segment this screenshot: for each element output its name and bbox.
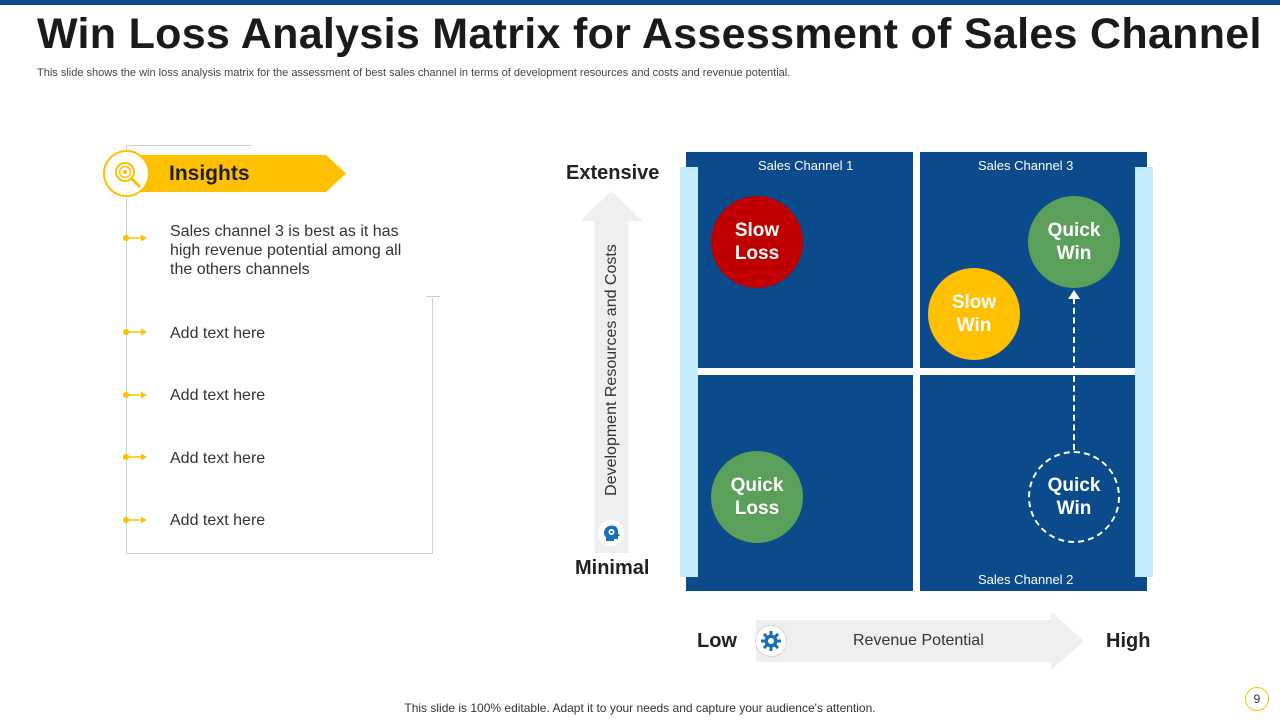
quadrant-label-top-right: Sales Channel 3	[978, 158, 1074, 173]
bullet-arrow-icon	[123, 391, 147, 399]
quadrant-label-top-left: Sales Channel 1	[758, 158, 854, 173]
insights-frame-right-line	[432, 298, 433, 554]
arrow-up-icon	[1068, 290, 1080, 299]
circle-label-line: Quick	[1047, 220, 1101, 241]
slow-loss-circle: Slow Loss	[711, 196, 803, 288]
matrix-side-right	[1135, 167, 1153, 577]
insight-item: Sales channel 3 is best as it has high r…	[170, 223, 402, 278]
page-title: Win Loss Analysis Matrix for Assessment …	[37, 10, 1262, 58]
circle-label-line: Quick	[730, 475, 784, 496]
circle-label-line: Win	[1056, 498, 1092, 519]
circle-label-line: Loss	[734, 498, 780, 519]
circle-label-line: Slow	[734, 220, 780, 241]
insight-item: Add text here	[170, 387, 266, 404]
circle-label-line: Slow	[951, 292, 997, 313]
circle-label-line: Quick	[1047, 475, 1101, 496]
x-axis-arrow	[756, 612, 1084, 670]
magnifier-target-icon	[103, 150, 150, 197]
dashed-arrow-line	[1073, 298, 1075, 450]
quadrant-label-bottom-right: Sales Channel 2	[978, 572, 1074, 587]
page-number: 9	[1245, 687, 1269, 711]
x-axis-label: Revenue Potential	[853, 632, 984, 649]
quick-win-circle: Quick Win	[1028, 196, 1120, 288]
head-gear-icon	[598, 520, 624, 546]
insights-frame-tick	[426, 296, 440, 297]
y-axis-bottom-label: Minimal	[575, 557, 650, 579]
insights-frame-top-line	[126, 145, 252, 146]
y-axis-top-label: Extensive	[566, 162, 660, 184]
insight-item: Add text here	[170, 325, 266, 342]
insights-banner	[124, 155, 346, 192]
circle-label-line: Loss	[734, 243, 780, 264]
bullet-arrow-icon	[123, 516, 147, 524]
bullet-arrow-icon	[123, 453, 147, 461]
insights-frame	[126, 145, 433, 554]
matrix-corner	[686, 152, 698, 167]
y-axis-label: Development Resources and Costs	[603, 244, 620, 496]
insight-item: Add text here	[170, 512, 266, 529]
bullet-arrow-icon	[123, 328, 147, 336]
matrix-divider-horizontal	[698, 368, 1135, 375]
top-accent-bar	[0, 0, 1280, 5]
circle-label-line: Win	[956, 315, 992, 336]
insight-item: Add text here	[170, 450, 266, 467]
matrix-corner	[1135, 577, 1147, 591]
insights-heading: Insights	[169, 162, 250, 185]
quick-win-dashed-circle: Quick Win	[1028, 451, 1120, 543]
matrix-corner	[686, 577, 698, 591]
quick-loss-circle: Quick Loss	[711, 451, 803, 543]
x-axis-left-label: Low	[697, 630, 737, 652]
page-subtitle: This slide shows the win loss analysis m…	[37, 67, 791, 79]
matrix-corner	[1135, 152, 1147, 167]
gear-icon	[755, 625, 787, 657]
slow-win-circle: Slow Win	[928, 268, 1020, 360]
x-axis-right-label: High	[1106, 630, 1151, 652]
circle-label-line: Win	[1056, 243, 1092, 264]
bullet-arrow-icon	[123, 234, 147, 242]
matrix-side-left	[680, 167, 698, 577]
footer-note: This slide is 100% editable. Adapt it to…	[404, 701, 876, 715]
